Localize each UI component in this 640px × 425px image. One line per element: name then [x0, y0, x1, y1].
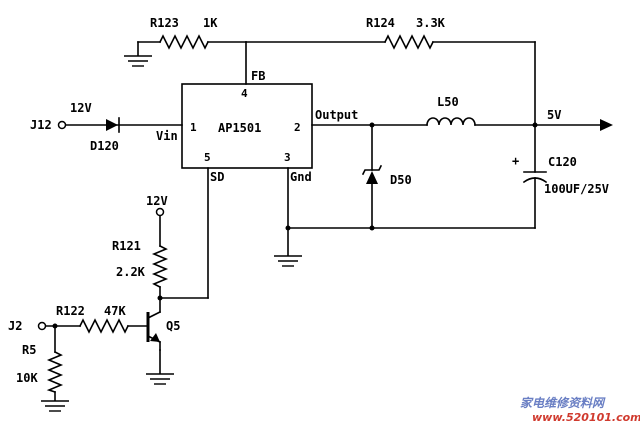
ic-pin4-number: 4 — [241, 87, 248, 100]
c120-ref: C120 — [548, 155, 577, 169]
j2-terminal — [37, 321, 47, 331]
r5-ref: R5 — [22, 343, 36, 357]
resistor-r121 — [151, 215, 169, 313]
ground-symbol-r123 — [124, 41, 152, 67]
ic-sd-label: SD — [210, 170, 224, 184]
watermark-cn: 家电维修资料网 — [520, 396, 606, 410]
d50-label: D50 — [390, 173, 412, 187]
diode-d50 — [361, 124, 383, 229]
input-voltage: 12V — [70, 101, 92, 115]
gnd-junction — [285, 225, 291, 231]
capacitor-c120 — [522, 124, 548, 229]
ic-gnd-label: Gnd — [290, 170, 312, 184]
transistor-q5 — [146, 310, 162, 351]
j12-terminal — [57, 120, 67, 130]
r122-value: 47K — [104, 304, 126, 318]
r121-value: 2.2K — [116, 265, 146, 279]
12v-terminal — [155, 207, 165, 217]
r122-ref: R122 — [56, 304, 85, 318]
ic-pin5-number: 5 — [204, 151, 211, 164]
resistor-r122 — [78, 318, 149, 334]
ic-fb-label: FB — [251, 69, 265, 83]
r121-ref: R121 — [112, 239, 141, 253]
ic-vin-label: Vin — [156, 129, 178, 143]
output-arrow — [600, 119, 613, 131]
ic-pin3-number: 3 — [284, 151, 291, 164]
r124-ref: R124 — [366, 16, 395, 30]
output-voltage: 5V — [547, 108, 561, 122]
j2-label: J2 — [8, 319, 22, 333]
d120-label: D120 — [90, 139, 119, 153]
ground-symbol-main — [274, 227, 302, 267]
shutdown-supply: 12V — [146, 194, 168, 208]
resistor-r5 — [46, 325, 64, 394]
q5-label: Q5 — [166, 319, 180, 333]
l50-label: L50 — [437, 95, 459, 109]
ground-symbol-q5 — [146, 349, 174, 385]
ic-pin2-number: 2 — [294, 121, 301, 134]
r5-value: 10K — [16, 371, 38, 385]
ic-output-label: Output — [315, 108, 358, 122]
r123-value: 1K — [203, 16, 218, 30]
diode-d120 — [106, 117, 120, 133]
resistor-r124 — [245, 34, 536, 126]
c120-value: 100UF/25V — [544, 182, 609, 196]
inductor-l50 — [426, 117, 476, 126]
r123-ref: R123 — [150, 16, 179, 30]
j12-label: J12 — [30, 118, 52, 132]
watermark-url: www.520101.com — [532, 411, 640, 424]
resistor-r123 — [137, 34, 247, 50]
r124-value: 3.3K — [416, 16, 446, 30]
ic-body — [181, 83, 313, 169]
ground-symbol-r5 — [41, 391, 69, 412]
ic-pin1-number: 1 — [190, 121, 197, 134]
ic-name: AP1501 — [218, 121, 261, 135]
c120-polarity: + — [512, 154, 519, 168]
